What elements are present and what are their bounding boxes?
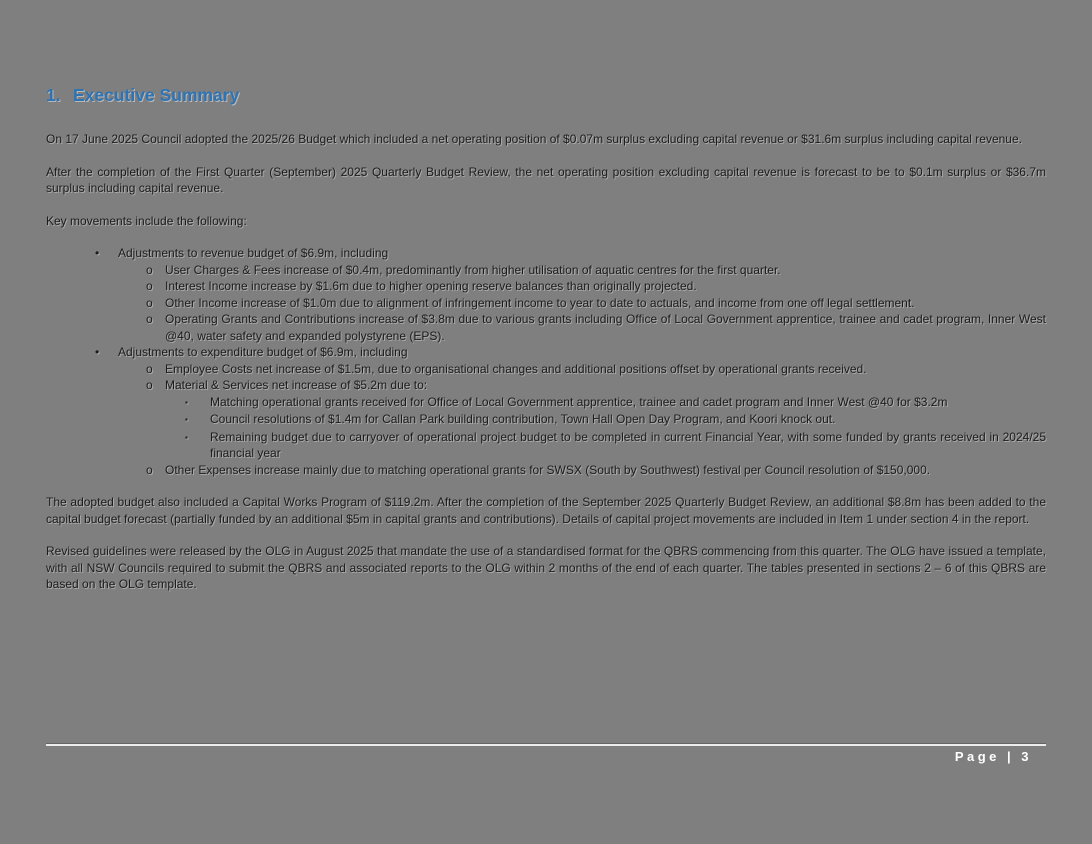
- paragraph-capital-works: The adopted budget also included a Capit…: [46, 495, 1046, 526]
- paragraph-olg-guidelines: Revised guidelines were released by the …: [46, 544, 1046, 591]
- circle-bullet-icon: o: [146, 295, 153, 310]
- square-bullet-icon: ▪: [185, 432, 188, 442]
- list-item-text: User Charges & Fees increase of $0.4m, p…: [165, 262, 781, 277]
- list-item-text: Other Income increase of $1.0m due to al…: [165, 295, 915, 310]
- list-item-text: Council resolutions of $1.4m for Callan …: [210, 412, 836, 426]
- list-item: • Adjustments to expenditure budget of $…: [46, 344, 1046, 361]
- square-bullet-icon: ▪: [185, 397, 188, 407]
- list-item: ▪ Council resolutions of $1.4m for Calla…: [46, 411, 1046, 429]
- paragraph-budget-adoption: On 17 June 2025 Council adopted the 2025…: [46, 132, 1022, 146]
- paragraph-key-movements-lead: Key movements include the following:: [46, 213, 247, 228]
- list-item-text: Adjustments to revenue budget of $6.9m, …: [118, 246, 389, 260]
- list-item: o Employee Costs net increase of $1.5m, …: [46, 361, 1046, 378]
- section-heading: 1. Executive Summary: [46, 84, 1046, 107]
- paragraph-first-quarter-review: After the completion of the First Quarte…: [46, 164, 1046, 196]
- document-content: 1. Executive Summary On 17 June 2025 Coun…: [46, 0, 1046, 609]
- disc-bullet-icon: •: [95, 246, 100, 260]
- list-item: o Other Expenses increase mainly due to …: [46, 462, 1046, 479]
- list-item-text: Employee Costs net increase of $1.5m, du…: [165, 361, 867, 376]
- list-item: o Interest Income increase by $1.6m due …: [46, 278, 1046, 295]
- circle-bullet-icon: o: [146, 462, 153, 477]
- section-title: Executive Summary: [73, 85, 240, 105]
- list-item-text: Material & Services net increase of $5.2…: [165, 378, 428, 392]
- circle-bullet-icon: o: [146, 279, 153, 293]
- circle-bullet-icon: o: [146, 262, 153, 277]
- list-item: ▪ Remaining budget due to carryover of o…: [46, 429, 1046, 462]
- list-item-text: Other Expenses increase mainly due to ma…: [165, 462, 931, 477]
- list-item-text: Adjustments to expenditure budget of $6.…: [118, 345, 408, 359]
- disc-bullet-icon: •: [95, 345, 100, 359]
- footer-divider: [46, 743, 1046, 746]
- list-item-text: Remaining budget due to carryover of ope…: [210, 429, 1046, 461]
- square-bullet-icon: ▪: [185, 415, 188, 424]
- list-item: o Other Income increase of $1.0m due to …: [46, 295, 1046, 312]
- section-number: 1.: [46, 85, 61, 105]
- page-number: Page | 3: [954, 749, 1032, 764]
- list-item-text: Interest Income increase by $1.6m due to…: [165, 279, 697, 293]
- list-item: o Material & Services net increase of $5…: [46, 377, 1046, 394]
- list-item-text: Matching operational grants received for…: [210, 394, 948, 409]
- list-item: • Adjustments to revenue budget of $6.9m…: [46, 245, 1046, 262]
- circle-bullet-icon: o: [146, 378, 153, 392]
- key-movements-list: • Adjustments to revenue budget of $6.9m…: [46, 245, 1046, 478]
- circle-bullet-icon: o: [146, 361, 153, 376]
- list-item: o Operating Grants and Contributions inc…: [46, 311, 1046, 344]
- list-item: ▪ Matching operational grants received f…: [46, 394, 1046, 412]
- list-item: o User Charges & Fees increase of $0.4m,…: [46, 262, 1046, 279]
- page-footer: Page | 3: [46, 743, 1046, 764]
- list-item-text: Operating Grants and Contributions incre…: [165, 312, 1046, 343]
- circle-bullet-icon: o: [146, 312, 153, 326]
